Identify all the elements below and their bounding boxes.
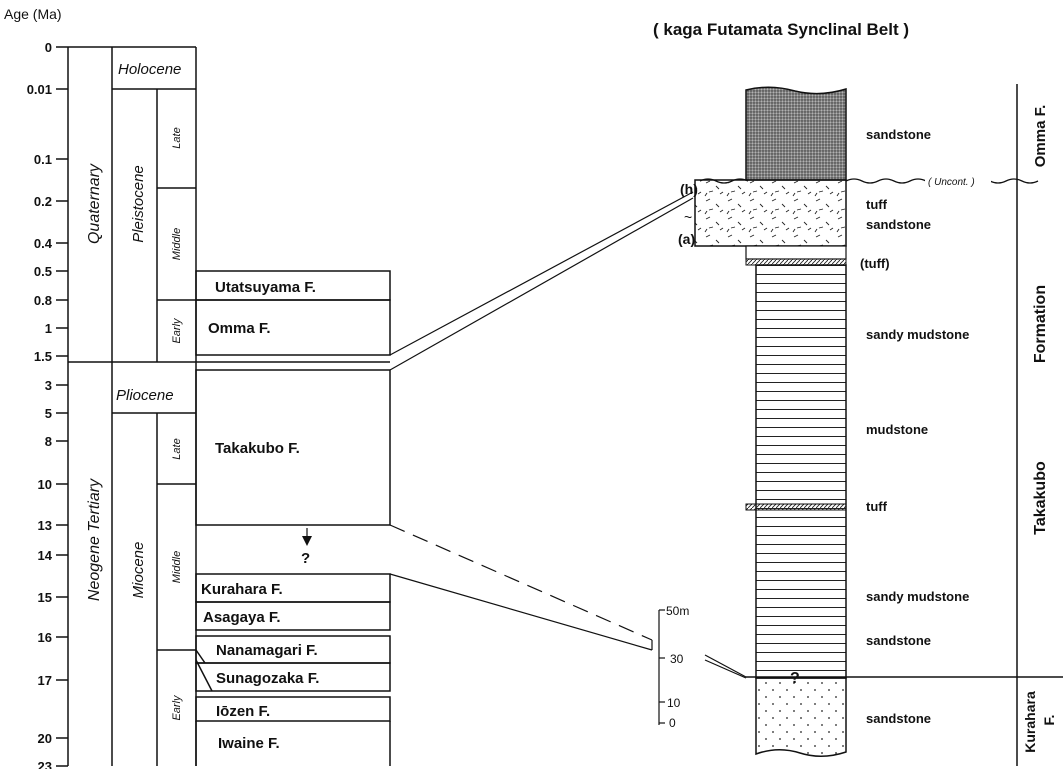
- lith-sandstone-lower: sandstone: [866, 633, 931, 648]
- age-tick-label: 1.5: [34, 349, 52, 364]
- lith-tuff-paren: (tuff): [860, 256, 890, 271]
- miocene-early: Early: [171, 694, 183, 721]
- epoch-holocene: Holocene: [118, 61, 181, 78]
- pleistocene-late: Late: [171, 127, 183, 148]
- period-neogene-tertiary: Neogene Tertiary: [86, 478, 103, 601]
- marker-a: (a): [678, 231, 695, 247]
- age-axis: 0 0.01 0.1 0.2 0.4 0.5 0.8 1 1.5 3 5 8 10 13 14 15 16 17 2…: [27, 40, 68, 769]
- age-tick-label: 1: [45, 321, 52, 336]
- age-axis-title: Age (Ma): [4, 6, 62, 22]
- tuff-layer-upper: [746, 259, 846, 265]
- formation-iozen: Iōzen F.: [216, 703, 270, 720]
- age-tick-label: 0.2: [34, 194, 52, 209]
- lith-sandy-mudstone-lower: sandy mudstone: [866, 589, 969, 604]
- omma-sandstone-bed: [746, 87, 846, 180]
- lith-sandy-mudstone-upper: sandy mudstone: [866, 327, 969, 342]
- lith-tuff: tuff: [866, 197, 888, 212]
- age-tick-label: 17: [38, 673, 52, 688]
- age-tick-label: 8: [45, 434, 52, 449]
- tuff-layer-lower: [746, 504, 846, 510]
- marker-h: (h): [680, 181, 698, 197]
- age-tick-label: 15: [38, 590, 52, 605]
- formation-label-takakubo: Takakubo: [1032, 461, 1049, 535]
- miocene-late: Late: [171, 438, 183, 459]
- miocene-middle: Middle: [171, 551, 183, 583]
- formation-label-omma: Omma F.: [1032, 105, 1049, 168]
- epoch-pliocene: Pliocene: [116, 387, 174, 404]
- formation-nanamagari: Nanamagari F.: [216, 642, 318, 659]
- belt-title: ( kaga Futamata Synclinal Belt ): [653, 20, 909, 39]
- scale-bar: [659, 610, 665, 725]
- tuff-sandstone-bed: [695, 180, 846, 246]
- formation-label-kurahara: Kurahara: [1022, 691, 1038, 753]
- age-tick-label: 3: [45, 378, 52, 393]
- age-tick-label: 0.4: [34, 236, 53, 251]
- age-tick-label: 14: [38, 548, 53, 563]
- scale-0: 0: [669, 716, 676, 730]
- lith-sandstone-omma: sandstone: [866, 127, 931, 142]
- formation-iwaine: Iwaine F.: [218, 735, 280, 752]
- age-tick-label: 0.8: [34, 293, 52, 308]
- lith-sandstone-kurahara: sandstone: [866, 711, 931, 726]
- takakubo-mudstone-bed: [756, 265, 846, 678]
- marker-tilde: ~: [684, 209, 692, 225]
- contact-unknown: ?: [790, 670, 800, 687]
- formation-sunagozaka: Sunagozaka F.: [216, 670, 319, 687]
- formation-takakubo: Takakubo F.: [215, 440, 300, 457]
- age-tick-label: 0.5: [34, 264, 52, 279]
- formation-asagaya: Asagaya F.: [203, 609, 281, 626]
- formation-utatsuyama: Utatsuyama F.: [215, 279, 316, 296]
- scale-10: 10: [667, 696, 681, 710]
- formation-label-kurahara-f: F.: [1041, 715, 1057, 726]
- pleistocene-early: Early: [171, 317, 183, 344]
- age-tick-label: 23: [38, 759, 52, 769]
- age-tick-label: 5: [45, 406, 52, 421]
- age-tick-label: 0.01: [27, 82, 52, 97]
- age-tick-label: 10: [38, 477, 52, 492]
- formation-label-formation: Formation: [1032, 285, 1049, 363]
- formation-boxes: [196, 271, 390, 766]
- age-tick-label: 0: [45, 40, 52, 55]
- formation-kurahara: Kurahara F.: [201, 581, 283, 598]
- age-tick-label: 16: [38, 630, 52, 645]
- age-tick-label: 20: [38, 731, 52, 746]
- epoch-pleistocene: Pleistocene: [130, 165, 147, 243]
- kurahara-sandstone-bed: [756, 678, 846, 756]
- age-tick-label: 13: [38, 518, 52, 533]
- scale-50m: 50m: [666, 604, 689, 618]
- unconformity-label: ( Uncont. ): [928, 177, 975, 188]
- period-quaternary: Quaternary: [86, 163, 103, 244]
- epoch-miocene: Miocene: [130, 542, 147, 599]
- unknown-arrow: [302, 528, 312, 546]
- formation-unknown-mark: ?: [301, 550, 310, 567]
- scale-30: 30: [670, 652, 684, 666]
- lith-mudstone: mudstone: [866, 422, 928, 437]
- lith-sandstone-tuff: sandstone: [866, 217, 931, 232]
- correlation-lines: [390, 192, 746, 678]
- formation-omma: Omma F.: [208, 320, 271, 337]
- pleistocene-middle: Middle: [171, 228, 183, 260]
- age-tick-label: 0.1: [34, 152, 52, 167]
- lith-tuff-lower: tuff: [866, 499, 888, 514]
